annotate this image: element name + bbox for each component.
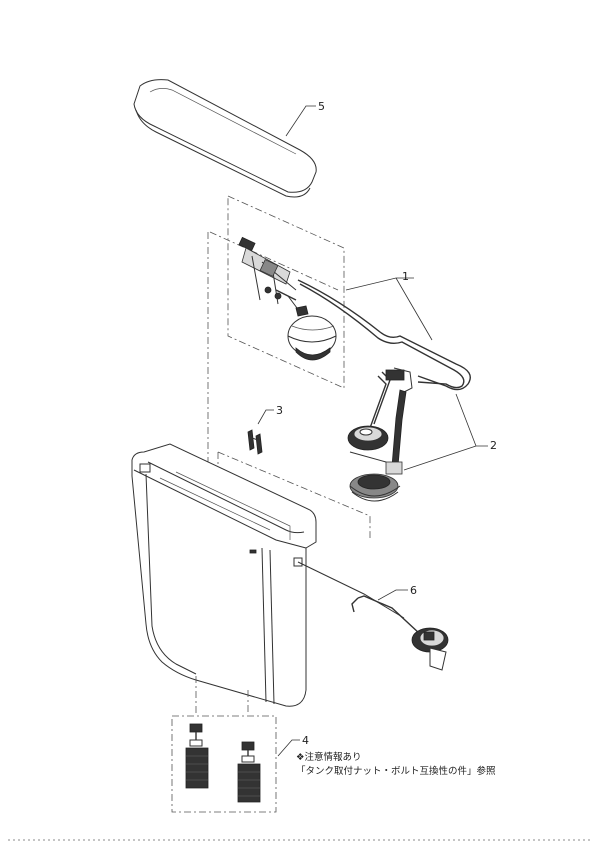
connection-hose[interactable]	[297, 279, 471, 391]
leader-4	[277, 739, 300, 757]
leader-2	[403, 393, 488, 471]
part-label-6: 6	[410, 584, 417, 597]
part-label-1: 1	[402, 270, 409, 283]
leader-5	[285, 105, 316, 137]
part-label-4: 4	[302, 734, 309, 747]
leader-3	[257, 409, 274, 425]
flush-lever-handle[interactable]	[297, 561, 449, 671]
tank-body[interactable]	[131, 443, 317, 707]
part-label-2: 2	[490, 439, 497, 452]
tank-lid[interactable]	[133, 79, 317, 198]
fill-valve-outline-front	[227, 195, 345, 389]
part-label-3: 3	[276, 404, 283, 417]
tank-bolt-box	[171, 715, 277, 813]
note-caution: ❖注意情報あり	[296, 751, 362, 763]
tank-bolt-left[interactable]	[185, 723, 209, 789]
leader-1	[345, 277, 433, 341]
flush-valve-assembly[interactable]	[217, 367, 413, 538]
hose-clip[interactable]	[247, 429, 263, 455]
fill-valve-assembly[interactable]	[238, 236, 337, 361]
tank-bolt-right[interactable]	[237, 741, 261, 803]
part-label-5: 5	[318, 100, 325, 113]
note-reference: 「タンク取付ナット・ボルト互換性の件」参照	[296, 765, 496, 777]
leader-6	[377, 589, 408, 601]
